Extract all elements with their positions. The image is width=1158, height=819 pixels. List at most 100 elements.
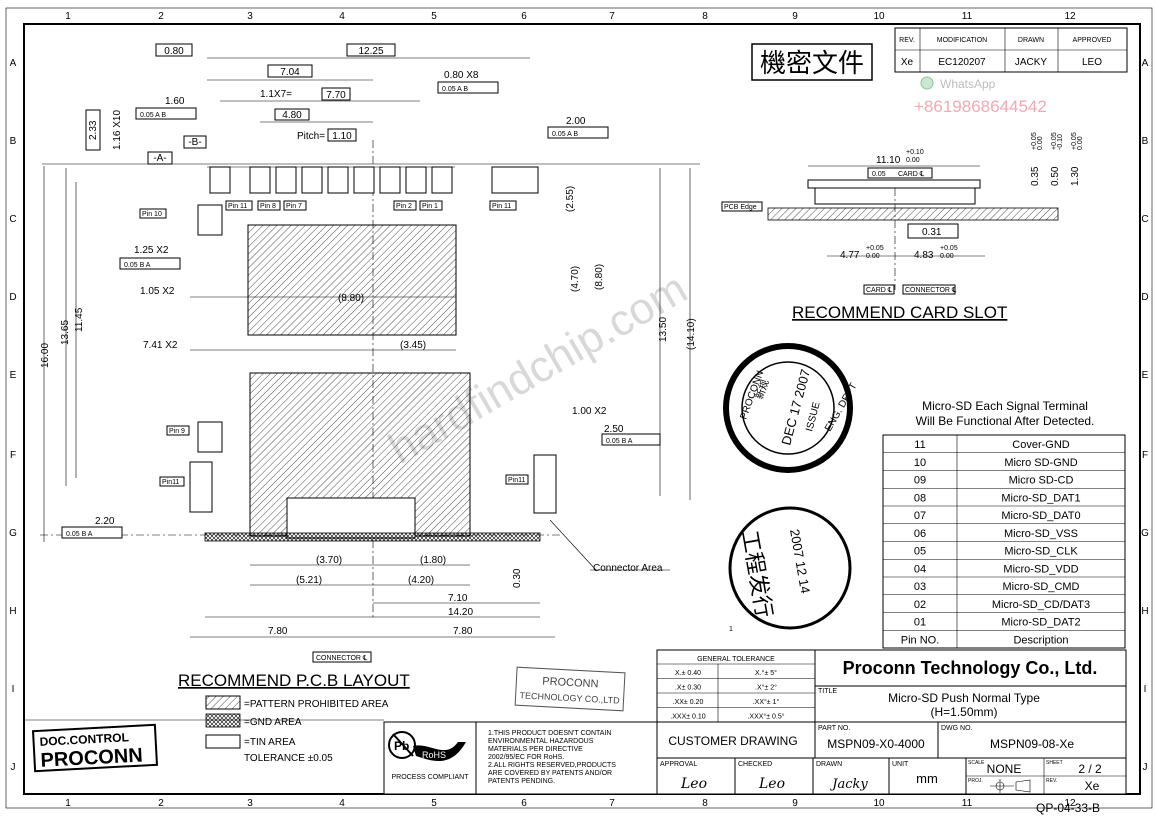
grid-row-label-right: B xyxy=(1142,136,1149,147)
small-mark: 1 xyxy=(729,626,733,633)
signal-pin-number: 06 xyxy=(914,528,926,540)
svg-text:(3.70): (3.70) xyxy=(316,555,342,566)
grid-col-label-bottom: 1 xyxy=(65,798,71,809)
svg-text:PART NO.: PART NO. xyxy=(818,725,850,732)
svg-text:Pin 1: Pin 1 xyxy=(422,203,438,210)
svg-text:+0.05: +0.05 xyxy=(1071,132,1078,150)
svg-text:7.80: 7.80 xyxy=(268,626,288,637)
svg-text:1.1X7=: 1.1X7= xyxy=(260,89,292,100)
tolerance-linear: .XXX± 0.10 xyxy=(670,714,705,721)
svg-text:GENERAL TOLERANCE: GENERAL TOLERANCE xyxy=(697,656,775,663)
grid-col-label-bottom: 7 xyxy=(609,798,615,809)
grid-row-label-left: C xyxy=(9,214,16,225)
svg-text:CONNECTOR ℄: CONNECTOR ℄ xyxy=(316,655,368,662)
svg-text:0.35: 0.35 xyxy=(1030,166,1041,186)
grid-col-label-top: 5 xyxy=(431,11,437,22)
svg-text:(8.80): (8.80) xyxy=(338,293,364,304)
svg-text:14.20: 14.20 xyxy=(448,607,473,618)
signal-description: Micro SD-GND xyxy=(1004,457,1077,469)
svg-text:NONE: NONE xyxy=(987,762,1022,776)
grid-col-label-bottom: 6 xyxy=(521,798,527,809)
svg-text:4.80: 4.80 xyxy=(282,110,302,121)
svg-text:0.05 B A: 0.05 B A xyxy=(66,531,93,538)
svg-text:0.00: 0.00 xyxy=(1077,136,1084,150)
tolerance-linear: X.± 0.40 xyxy=(675,670,701,677)
outer-frame xyxy=(5,7,1153,809)
svg-text:MODIFICATION: MODIFICATION xyxy=(937,37,987,44)
grid-col-label-top: 10 xyxy=(873,11,885,22)
svg-text:7.80: 7.80 xyxy=(453,626,473,637)
signal-description: Micro-SD_CD/DAT3 xyxy=(992,599,1090,611)
svg-text:0.31: 0.31 xyxy=(922,227,942,238)
svg-text:2 / 2: 2 / 2 xyxy=(1078,762,1102,776)
signal-pin-number: 05 xyxy=(914,546,926,558)
svg-text:0.00: 0.00 xyxy=(906,157,920,164)
svg-text:+0.05: +0.05 xyxy=(1051,132,1058,150)
signal-description: Micro-SD_DAT2 xyxy=(1001,617,1080,629)
svg-text:Pin11: Pin11 xyxy=(162,479,179,486)
round-stamp-2: 工程发行 2007 12 14 xyxy=(728,506,852,630)
svg-text:CARD ℄: CARD ℄ xyxy=(866,287,893,294)
svg-text:4.77: 4.77 xyxy=(840,250,860,261)
doc-control-stamp: DOC.CONTROL PROCONN xyxy=(31,723,159,773)
note-line: MATERIALS PER DIRECTIVE xyxy=(488,746,583,753)
grid-row-label-right: E xyxy=(1142,370,1149,381)
revision-table: REV. MODIFICATION DRAWN APPROVED Xe EC12… xyxy=(894,27,1128,73)
svg-text:Micro-SD Push Normal Type: Micro-SD Push Normal Type xyxy=(888,691,1040,705)
svg-text:0.30: 0.30 xyxy=(512,568,523,588)
svg-text:+8619868644542: +8619868644542 xyxy=(914,97,1047,116)
grid-row-label-right: D xyxy=(1141,292,1148,303)
round-stamp-1: PROCONN DEC 17 2007 ISSUE ENG. DEPT 新规 xyxy=(723,343,860,473)
svg-text:Pitch=: Pitch= xyxy=(297,131,325,142)
card-slot: 11.10 +0.10 0.00 0.05 CARD ℄ PCB Edge 0.… xyxy=(721,132,1084,295)
svg-text:0.05 A B: 0.05 A B xyxy=(442,86,468,93)
grid-col-label-top: 12 xyxy=(1064,11,1076,22)
signal-description: Micro-SD_VDD xyxy=(1003,563,1078,575)
tolerance-angular: .XX°± 1° xyxy=(753,698,780,706)
grid-row-label-right: G xyxy=(1141,528,1149,539)
grid-col-label-bottom: 4 xyxy=(339,798,345,809)
signal-description: Micro-SD_DAT1 xyxy=(1001,492,1080,504)
legend: =PATTERN PROHIBITED AREA =GND AREA =TIN … xyxy=(205,695,389,764)
svg-text:16.00: 16.00 xyxy=(40,343,51,368)
svg-text:0.00: 0.00 xyxy=(940,253,954,260)
svg-text:Pin 11: Pin 11 xyxy=(228,203,247,210)
svg-text:(8.80): (8.80) xyxy=(594,264,605,290)
tolerance-angular: .X°± 2° xyxy=(755,684,777,692)
svg-text:4.83: 4.83 xyxy=(914,250,934,261)
grid-col-label-bottom: 12 xyxy=(1064,798,1076,809)
grid-row-label-left: D xyxy=(9,292,16,303)
svg-text:PROJ.: PROJ. xyxy=(968,778,983,784)
grid-row-label-left: B xyxy=(10,136,17,147)
note-line: ARE COVERED BY PATENTS AND/OR xyxy=(488,770,612,777)
svg-text:REV.: REV. xyxy=(899,37,915,44)
svg-text:13.50: 13.50 xyxy=(658,317,669,342)
svg-text:1.30: 1.30 xyxy=(1070,166,1081,186)
svg-text:-0.10: -0.10 xyxy=(1057,134,1064,150)
tolerance-angular: .XXX°± 0.5° xyxy=(747,713,784,721)
svg-text:Proconn Technology Co., Ltd.: Proconn Technology Co., Ltd. xyxy=(843,658,1098,678)
rohs-check-icon xyxy=(413,742,466,762)
tolerance-angular: X.°± 5° xyxy=(755,669,777,677)
signal-description: Micro-SD_DAT0 xyxy=(1001,510,1080,522)
svg-text:MSPN09-08-Xe: MSPN09-08-Xe xyxy=(990,737,1074,751)
grid-col-label-top: 4 xyxy=(339,11,345,22)
grid-col-label-bottom: 8 xyxy=(702,798,708,809)
signal-footer-pin: Pin NO. xyxy=(901,634,940,646)
svg-text:1.60: 1.60 xyxy=(165,96,185,107)
card-slot-title: RECOMMEND CARD SLOT xyxy=(792,303,1007,322)
grid-col-label-top: 8 xyxy=(702,11,708,22)
svg-text:UNIT: UNIT xyxy=(892,761,909,768)
svg-text:TITLE: TITLE xyxy=(818,688,837,695)
pcb-layout-title: RECOMMEND P.C.B LAYOUT xyxy=(178,671,410,690)
signal-pin-number: 09 xyxy=(914,475,926,487)
svg-text:0.00: 0.00 xyxy=(1037,136,1044,150)
svg-text:PROCONN: PROCONN xyxy=(40,745,143,772)
svg-text:EC120207: EC120207 xyxy=(938,57,986,68)
svg-text:11.45: 11.45 xyxy=(74,307,85,332)
svg-text:+0.10: +0.10 xyxy=(906,149,924,156)
svg-text:(1.80): (1.80) xyxy=(420,555,446,566)
svg-text:mm: mm xyxy=(916,771,938,786)
